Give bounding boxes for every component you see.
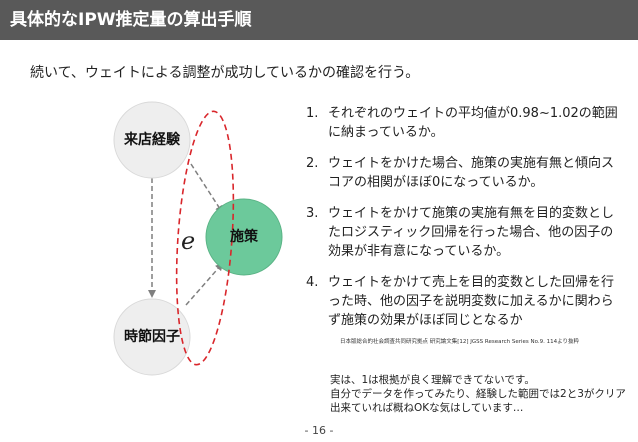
list-item: 4. ウェイトをかけて売上を目的変数とした回帰を行った時、他の因子を説明変数に加… (306, 273, 626, 330)
arrow-seasonal-to-treatment (185, 262, 224, 306)
point-text: ウェイトをかけて施策の実施有無を目的変数としたロジスティック回帰を行った場合、他… (328, 206, 615, 259)
note-line: 出来ていれば概ねOKな気はしています… (330, 402, 524, 414)
note-box: 実は、1は根拠が良く理解できてないです。 自分でデータを作ってみたり、経験した範… (330, 373, 626, 415)
node-label-seasonal-factor: 時節因子 (124, 329, 180, 345)
propensity-ellipse (175, 110, 235, 366)
point-number: 4. (306, 275, 319, 290)
citation: 日本版総合的社会調査共同研究拠点 研究論文集[12] JGSS Research… (340, 339, 580, 345)
list-item: 2. ウェイトをかけた場合、施策の実施有無と傾向スコアの相関がほぼ0になっている… (306, 154, 626, 192)
page-title: 具体的なIPW推定量の算出手順 (0, 0, 638, 40)
note-line: 自分でデータを作ってみたり、経験した範囲では2と3がクリア (330, 388, 626, 400)
point-number: 3. (306, 206, 319, 221)
node-label-treatment: 施策 (230, 229, 258, 245)
e-symbol: e (181, 227, 196, 255)
point-number: 2. (306, 156, 319, 171)
point-text: ウェイトをかけて売上を目的変数とした回帰を行った時、他の因子を説明変数に加えるか… (328, 275, 615, 328)
node-seasonal-factor (113, 298, 191, 376)
check-points-list: 1. それぞれのウェイトの平均値が0.98~1.02の範囲に納まっているか。 2… (306, 104, 626, 342)
node-store-experience (113, 101, 191, 179)
point-number: 1. (306, 106, 319, 121)
intro-text: 続いて、ウェイトによる調整が成功しているかの確認を行う。 (30, 65, 420, 81)
list-item: 1. それぞれのウェイトの平均値が0.98~1.02の範囲に納まっているか。 (306, 104, 626, 142)
note-line: 実は、1は根拠が良く理解できてないです。 (330, 374, 535, 386)
point-text: ウェイトをかけた場合、施策の実施有無と傾向スコアの相関がほぼ0になっているか。 (328, 156, 615, 190)
node-label-store-experience: 来店経験 (124, 132, 180, 148)
page-number: - 16 - (304, 424, 334, 437)
arrow-experience-to-treatment (190, 163, 224, 214)
point-text: それぞれのウェイトの平均値が0.98~1.02の範囲に納まっているか。 (328, 106, 618, 140)
node-treatment (205, 198, 283, 276)
list-item: 3. ウェイトをかけて施策の実施有無を目的変数としたロジスティック回帰を行った場… (306, 204, 626, 261)
